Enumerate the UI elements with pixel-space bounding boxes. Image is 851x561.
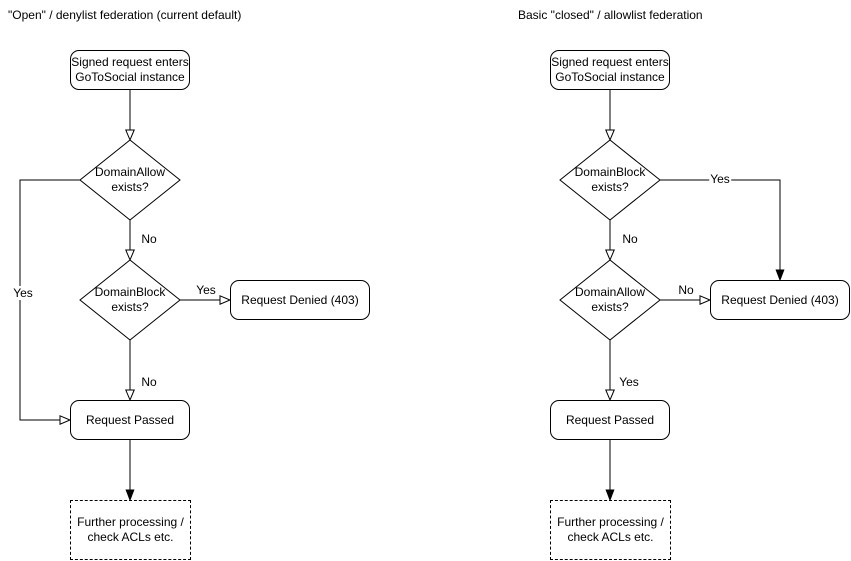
edge-label-decision1-no: No — [140, 232, 158, 246]
node-request-passed: Request Passed — [550, 400, 670, 440]
node-further-processing: Further processing / check ACLs etc. — [550, 500, 671, 560]
left-flow-edges — [19, 90, 232, 502]
node-further-processing: Further processing / check ACLs etc. — [70, 500, 191, 560]
node-start-line1: Signed request enters — [71, 55, 189, 69]
decision-domainallow-text: DomainAllow exists? — [560, 285, 660, 315]
node-request-denied: Request Denied (403) — [230, 280, 370, 320]
edge-label-decision2-no: No — [677, 283, 695, 297]
diamond-domainblock-right — [559, 139, 661, 221]
node-request-passed-label: Request Passed — [565, 412, 655, 427]
decision-diamonds — [79, 139, 661, 341]
diamond-domainallow-left — [79, 139, 181, 221]
node-start: Signed request enters GoToSocial instanc… — [70, 50, 190, 90]
decision2-line1: DomainAllow — [574, 285, 646, 299]
node-further-line2: check ACLs etc. — [567, 530, 654, 544]
node-further-line2: check ACLs etc. — [87, 530, 174, 544]
decision1-line2: exists? — [591, 180, 629, 194]
edge-decision1-yes — [19, 179, 80, 425]
node-request-denied: Request Denied (403) — [710, 280, 850, 320]
edge-label-decision2-no: No — [140, 375, 158, 389]
node-start-line2: GoToSocial instance — [75, 70, 185, 84]
edge-label-decision1-yes: Yes — [12, 286, 34, 300]
decision1-line1: DomainBlock — [574, 165, 646, 179]
chart-title-left: "Open" / denylist federation (current de… — [8, 8, 242, 22]
diamond-domainblock-left — [79, 259, 181, 341]
edge-decision1-yes — [660, 179, 785, 282]
decision2-line2: exists? — [591, 300, 629, 314]
edge-label-decision1-yes: Yes — [709, 172, 731, 186]
node-request-passed-label: Request Passed — [85, 412, 175, 427]
node-start-line1: Signed request enters — [551, 55, 669, 69]
edge-label-decision2-yes: Yes — [195, 283, 217, 297]
node-request-denied-label: Request Denied (403) — [721, 292, 839, 307]
node-further-line1: Further processing / — [557, 515, 664, 529]
right-flow-edges — [605, 90, 785, 502]
edge-label-decision1-no: No — [621, 232, 639, 246]
edge-label-decision2-yes: Yes — [618, 375, 640, 389]
node-start-line2: GoToSocial instance — [555, 70, 665, 84]
chart-title-right: Basic "closed" / allowlist federation — [518, 8, 703, 22]
node-further-line1: Further processing / — [77, 515, 184, 529]
node-request-denied-label: Request Denied (403) — [241, 292, 359, 307]
decision-domainblock-text: DomainBlock exists? — [560, 165, 660, 195]
node-request-passed: Request Passed — [70, 400, 190, 440]
node-start: Signed request enters GoToSocial instanc… — [550, 50, 670, 90]
diamond-domainallow-right — [559, 259, 661, 341]
